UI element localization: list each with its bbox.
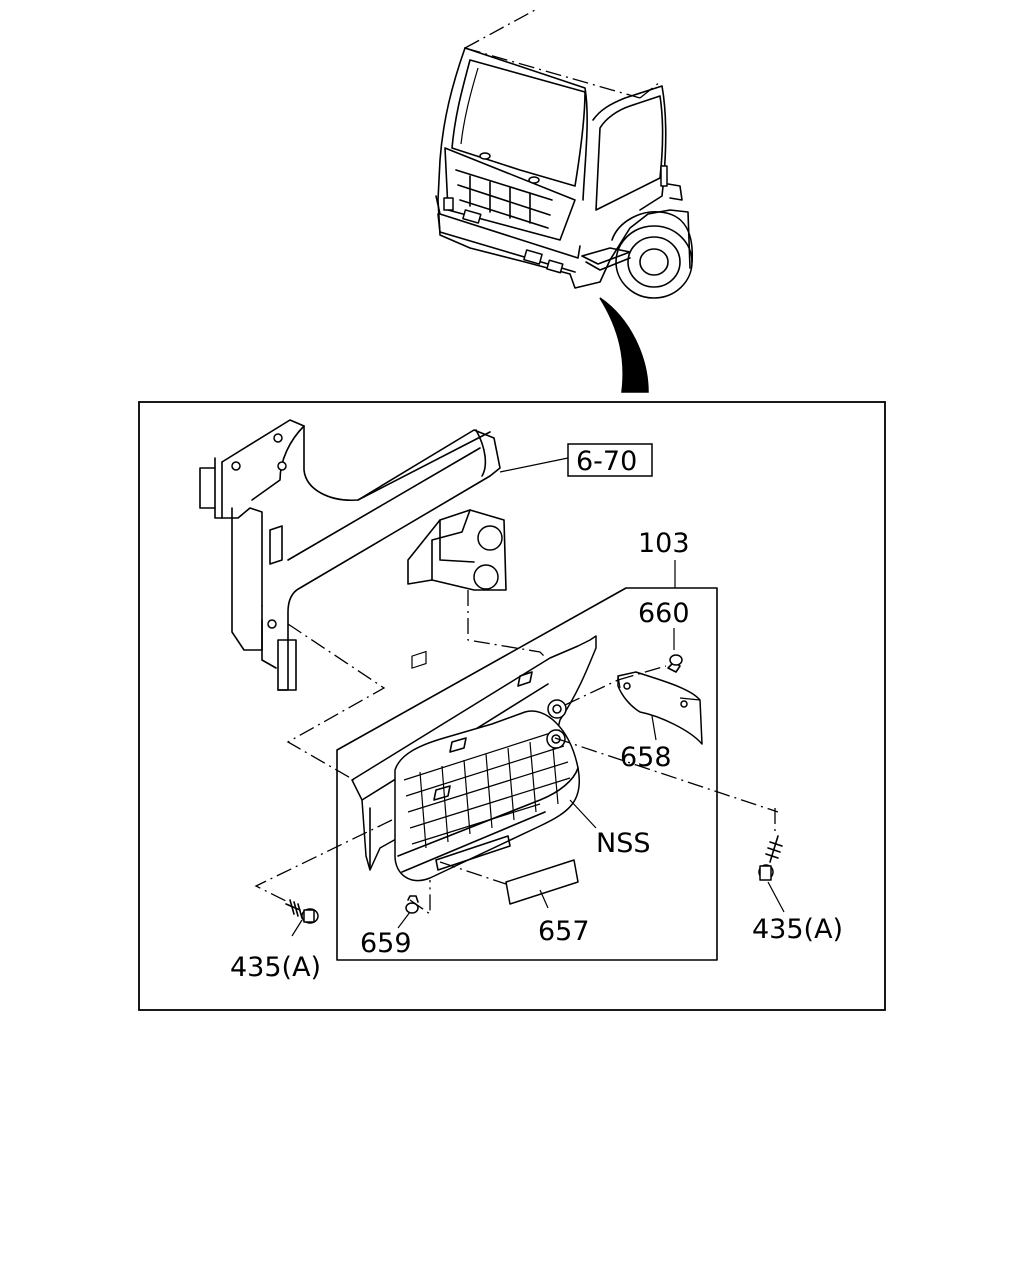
ref-box-6-70 <box>567 443 653 477</box>
chassis-bracket <box>199 419 507 691</box>
detail-frame <box>138 401 886 1011</box>
callout-435a-left: 435(A) <box>230 952 321 983</box>
bracket-658 <box>617 671 703 745</box>
callout-659: 659 <box>360 928 412 959</box>
assembly-103-frame <box>336 587 718 961</box>
callout-658: 658 <box>620 742 672 773</box>
leader-lines <box>291 560 785 937</box>
callout-435a-right: 435(A) <box>752 914 843 945</box>
connector-lines <box>254 590 779 916</box>
tread-grid <box>411 650 427 669</box>
bolt-660 <box>667 654 683 673</box>
callout-660: 660 <box>638 598 690 629</box>
truck-overview <box>435 9 694 299</box>
reflector-657 <box>505 859 579 905</box>
screw-435a-right <box>758 835 783 881</box>
screw-435a-left <box>285 899 319 924</box>
callout-nss: NSS <box>596 828 650 859</box>
callout-6-70: 6-70 <box>576 446 637 477</box>
clip-659 <box>405 895 419 914</box>
callout-657: 657 <box>538 916 590 947</box>
detail-pointer-arrow <box>599 297 649 393</box>
step-nss <box>351 635 597 882</box>
callout-103: 103 <box>638 528 690 559</box>
